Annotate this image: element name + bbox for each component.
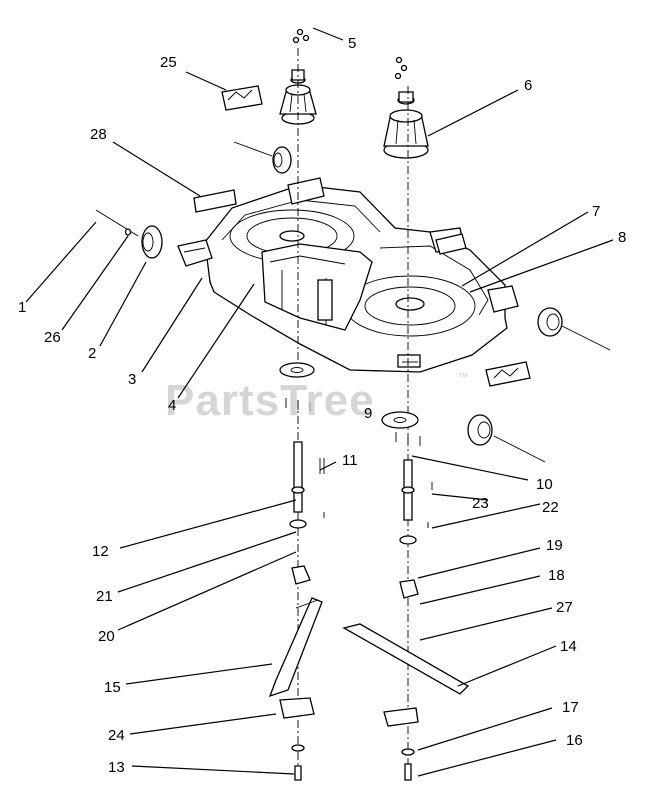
callout-16: 16 (566, 732, 583, 749)
callout-8: 8 (618, 229, 626, 246)
callout-24: 24 (108, 727, 125, 744)
blade-bolts (291, 744, 415, 781)
gauge-wheel-front (467, 414, 546, 463)
gauge-wheel-upper (233, 141, 292, 174)
callout-26: 26 (44, 329, 61, 346)
callout-25: 25 (160, 54, 177, 71)
callout-22: 22 (542, 499, 559, 516)
callout-10: 10 (536, 476, 553, 493)
callout-2: 2 (88, 345, 96, 362)
callout-5: 5 (348, 35, 356, 52)
callout-18: 18 (548, 567, 565, 584)
callout-27: 27 (556, 599, 573, 616)
deck-hitch-bar (435, 233, 467, 255)
spindle-plates (279, 362, 421, 446)
callout-9: 9 (364, 405, 372, 422)
callout-14: 14 (560, 638, 577, 655)
callout-3: 3 (128, 371, 136, 388)
callout-labels: 1 2 3 4 5 6 7 8 9 10 11 12 13 14 15 16 1… (18, 35, 626, 776)
watermark-text: PartsTree (165, 376, 375, 425)
callout-20: 20 (98, 628, 115, 645)
callout-7: 7 (592, 203, 600, 220)
decal-25 (221, 85, 263, 111)
callout-21: 21 (96, 588, 113, 605)
spindle-housing-right (383, 91, 429, 159)
callout-4: 4 (168, 397, 176, 414)
callout-23: 23 (472, 495, 489, 512)
leader-lines (25, 27, 614, 777)
key-11 (319, 458, 325, 474)
callout-28: 28 (90, 126, 107, 143)
spindle-nuts (292, 28, 408, 80)
callout-13: 13 (108, 759, 125, 776)
gauge-wheel-right (537, 307, 611, 351)
decal-28 (193, 189, 237, 213)
callout-15: 15 (104, 679, 121, 696)
callout-17: 17 (562, 699, 579, 716)
callout-19: 19 (546, 537, 563, 554)
spindle-shaft-right (401, 459, 415, 521)
decal-right (485, 361, 531, 387)
blade-adapters (279, 697, 419, 727)
blade-left (268, 597, 323, 698)
lower-bearings (289, 482, 433, 599)
spindle-shaft-left (291, 441, 305, 513)
gauge-wheel-left (95, 209, 163, 259)
callout-11: 11 (342, 452, 358, 469)
callout-6: 6 (524, 77, 532, 94)
watermark-tm: ™ (458, 372, 468, 383)
callout-1: 1 (18, 299, 26, 316)
mower-deck-housing (177, 177, 519, 373)
blade-right (342, 623, 470, 695)
callout-12: 12 (92, 543, 109, 560)
